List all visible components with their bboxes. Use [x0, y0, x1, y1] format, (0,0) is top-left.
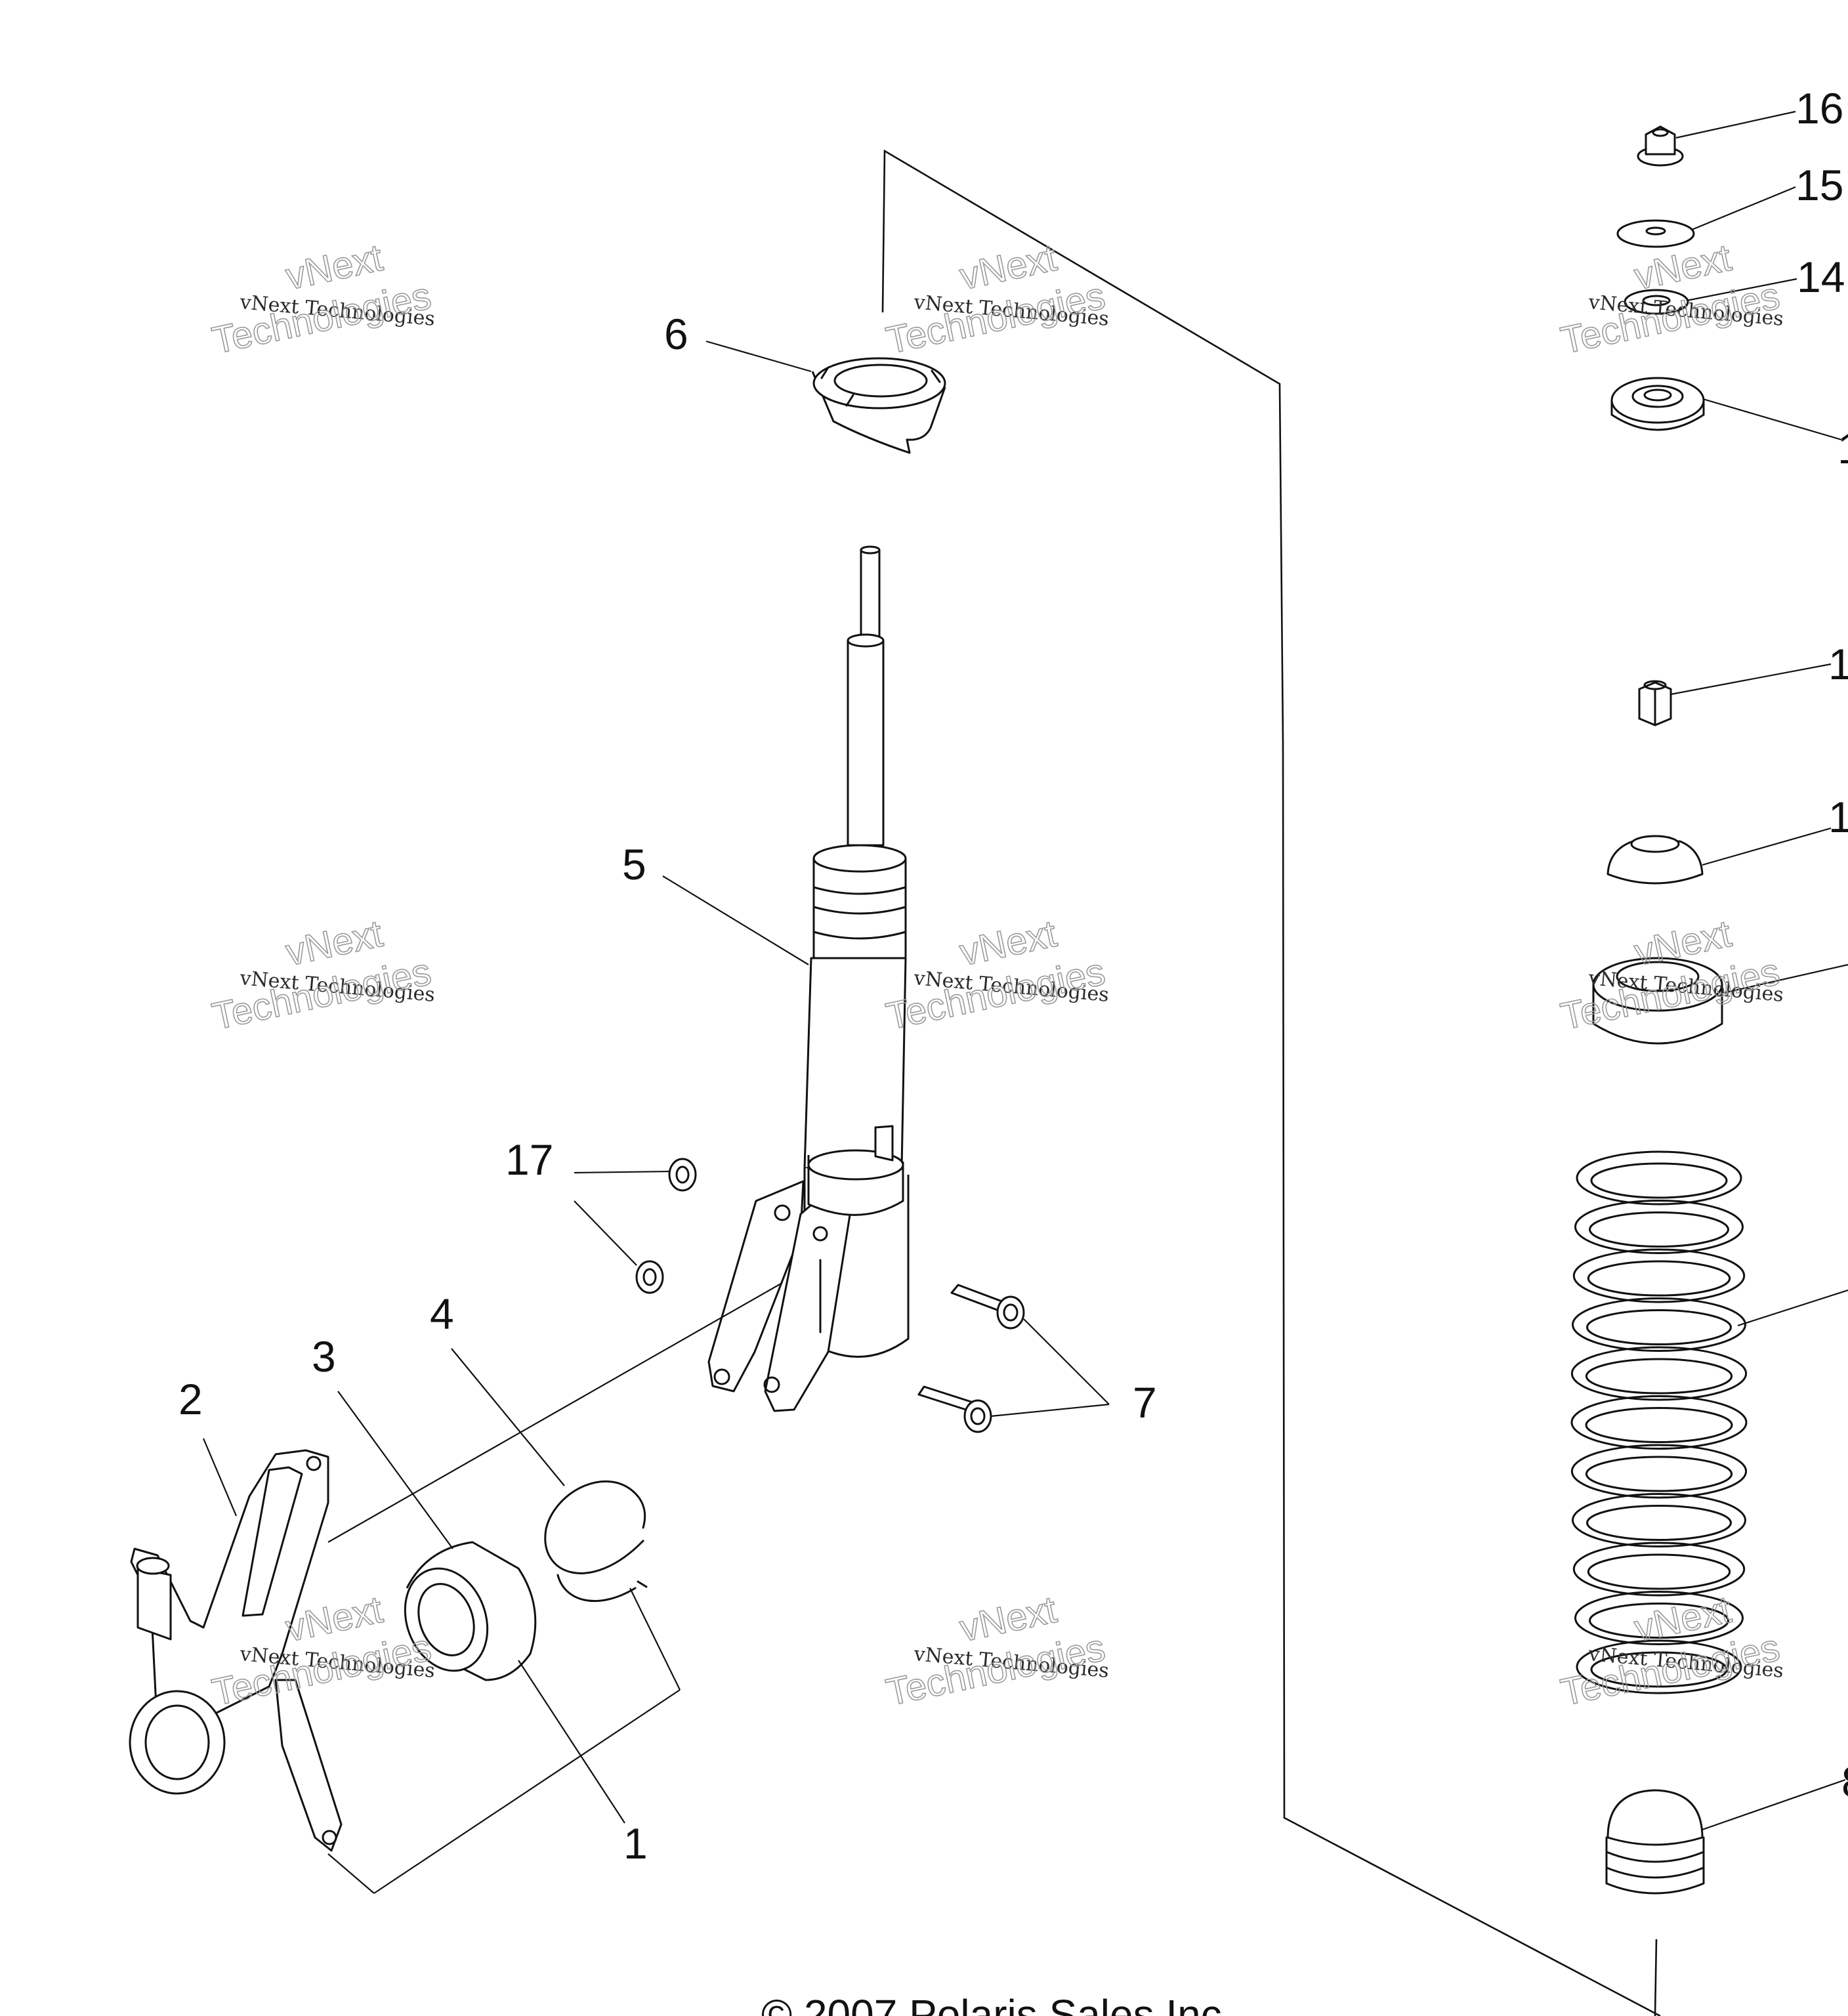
- part-12-nut: [1638, 680, 1672, 726]
- callout-2: 2: [178, 1375, 203, 1423]
- part-4-snap-ring: [544, 1480, 648, 1603]
- part-13-bushing: [1610, 377, 1705, 431]
- part-3-wheel-bearing: [404, 1541, 537, 1681]
- callout-1: 1: [623, 1819, 648, 1868]
- assembly-frame-lines: [881, 149, 1661, 2016]
- spring-coil-outer: [1572, 1248, 1746, 1303]
- callout-7: 7: [1133, 1378, 1157, 1427]
- part-5-strut: [707, 545, 910, 1412]
- part-7-bolts: [917, 1284, 1025, 1433]
- spring-coil-outer: [1574, 1591, 1744, 1645]
- spring-coil-outer: [1576, 1150, 1742, 1206]
- spring-coil-outer: [1570, 1346, 1748, 1401]
- part-16-flange-nut: [1637, 125, 1684, 167]
- part-15-washer: [1616, 219, 1695, 248]
- callout-5: 5: [622, 840, 646, 889]
- callout-14: 14: [1797, 253, 1845, 301]
- part-2-steering-knuckle: [129, 1449, 343, 1852]
- callout-17: 17: [505, 1135, 553, 1184]
- spring-coil-outer: [1570, 1395, 1748, 1450]
- spring-coil-inner: [1587, 1553, 1731, 1590]
- spring-coil-inner: [1585, 1358, 1733, 1395]
- callout-11-cut: 1: [1828, 793, 1848, 841]
- callout-labels: 16 15 14 1 1 1 8 6 5 17 7 4 3 2 1: [178, 84, 1848, 1868]
- spring-coil-outer: [1570, 1444, 1748, 1499]
- spring-coil-outer: [1574, 1200, 1744, 1254]
- part-6-upper-seat: [811, 357, 946, 454]
- callout-12-cut: 1: [1828, 640, 1848, 688]
- spring-coil-inner: [1585, 1456, 1733, 1492]
- part-17-nuts: [635, 1158, 697, 1294]
- callout-15: 15: [1796, 161, 1843, 209]
- spring-coil-outer: [1572, 1297, 1746, 1352]
- part-10-spring-seat: [1592, 957, 1723, 1045]
- spring-coil-inner: [1590, 1651, 1728, 1688]
- part-14-washer: [1624, 289, 1689, 315]
- copyright-notice: © 2007 Polaris Sales Inc.: [761, 1991, 1234, 2016]
- spring-coil-inner: [1589, 1603, 1729, 1639]
- callout-13-cut: 1: [1838, 424, 1848, 472]
- callout-3: 3: [312, 1332, 336, 1381]
- spring-coil-inner: [1587, 1260, 1731, 1297]
- callout-8: 8: [1841, 1757, 1848, 1806]
- spring-coil-inner: [1586, 1505, 1732, 1541]
- part-11-cone-spacer: [1606, 835, 1704, 885]
- callout-6: 6: [664, 310, 688, 358]
- spring-coil-inner: [1586, 1309, 1732, 1345]
- callout-4: 4: [430, 1290, 454, 1338]
- spring-coil-inner: [1590, 1162, 1728, 1199]
- callout-16: 16: [1796, 84, 1843, 133]
- spring-coil-outer: [1572, 1542, 1746, 1597]
- part-9-coil-spring: [1570, 1150, 1748, 1694]
- spring-coil-outer: [1572, 1493, 1746, 1547]
- spring-coil-outer: [1576, 1639, 1742, 1694]
- spring-coil-inner: [1589, 1211, 1729, 1248]
- spring-coil-inner: [1585, 1407, 1733, 1443]
- leader-lines: [202, 110, 1848, 1894]
- part-8-bump-stop: [1605, 1789, 1705, 1895]
